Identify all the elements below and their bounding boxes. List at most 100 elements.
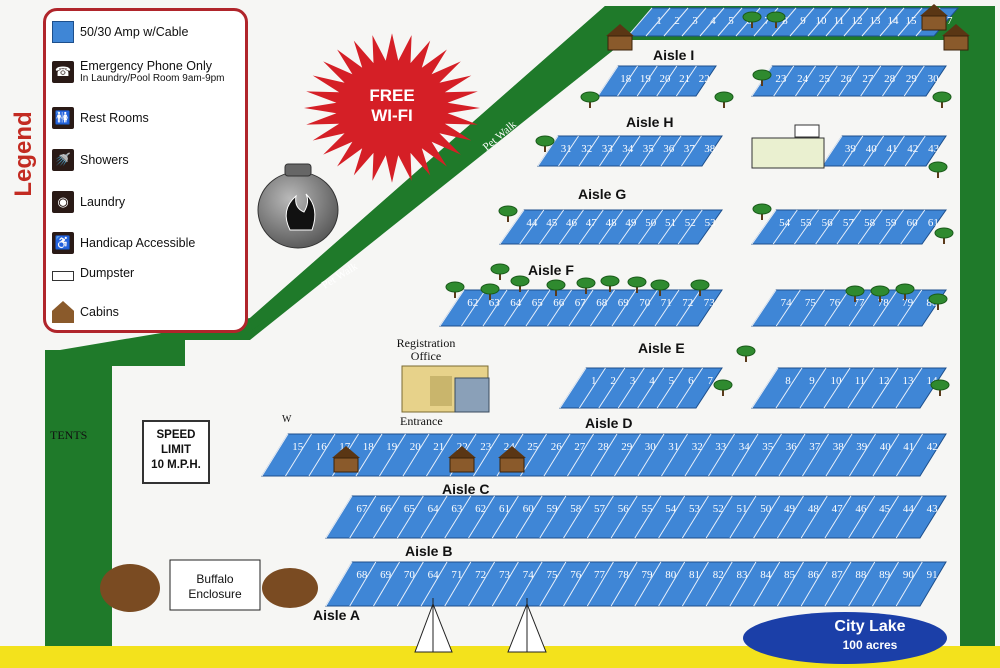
site-number[interactable]: 65 — [532, 297, 544, 309]
site-number[interactable]: 18 — [620, 73, 632, 85]
site-number[interactable]: 86 — [808, 569, 820, 581]
site-number[interactable]: 37 — [684, 143, 696, 155]
site-number[interactable]: 85 — [784, 569, 796, 581]
site-number[interactable]: 53 — [689, 503, 701, 515]
site-number[interactable]: 21 — [679, 73, 690, 85]
site-number[interactable]: 8 — [785, 375, 791, 387]
site-number[interactable]: 19 — [386, 441, 398, 453]
site-number[interactable]: 24 — [504, 441, 516, 453]
site-number[interactable]: 21 — [433, 441, 444, 453]
site-number[interactable]: 79 — [642, 569, 654, 581]
site-number[interactable]: 46 — [855, 503, 867, 515]
site-number[interactable]: 90 — [903, 569, 915, 581]
site-number[interactable]: 42 — [907, 143, 918, 155]
site-number[interactable]: 41 — [903, 441, 914, 453]
site-number[interactable]: 50 — [645, 217, 657, 229]
site-number[interactable]: 44 — [903, 503, 915, 515]
site-number[interactable]: 22 — [699, 73, 710, 85]
site-number[interactable]: 23 — [480, 441, 492, 453]
site-number[interactable]: 7 — [708, 375, 714, 387]
site-number[interactable]: 58 — [570, 503, 582, 515]
site-number[interactable]: 16 — [316, 441, 328, 453]
site-number[interactable]: 23 — [775, 73, 787, 85]
site-number[interactable]: 71 — [661, 297, 672, 309]
site-number[interactable]: 17 — [942, 15, 954, 27]
site-number[interactable]: 83 — [737, 569, 749, 581]
site-number[interactable]: 1 — [591, 375, 597, 387]
site-number[interactable]: 88 — [855, 569, 867, 581]
site-number[interactable]: 59 — [885, 217, 897, 229]
site-number[interactable]: 62 — [467, 297, 478, 309]
site-number[interactable]: 54 — [779, 217, 791, 229]
site-number[interactable]: 56 — [618, 503, 630, 515]
site-number[interactable]: 38 — [704, 143, 716, 155]
site-number[interactable]: 31 — [668, 441, 679, 453]
site-number[interactable]: 59 — [546, 503, 558, 515]
site-number[interactable]: 63 — [489, 297, 501, 309]
site-number[interactable]: 74 — [523, 569, 535, 581]
site-number[interactable]: 2 — [610, 375, 616, 387]
site-number[interactable]: 71 — [451, 569, 462, 581]
site-number[interactable]: 32 — [581, 143, 592, 155]
site-number[interactable]: 78 — [878, 297, 890, 309]
site-number[interactable]: 48 — [606, 217, 618, 229]
site-number[interactable]: 56 — [822, 217, 834, 229]
site-number[interactable]: 61 — [499, 503, 510, 515]
site-number[interactable]: 49 — [784, 503, 796, 515]
site-number[interactable]: 13 — [903, 375, 915, 387]
site-number[interactable]: 26 — [551, 441, 563, 453]
site-number[interactable]: 73 — [499, 569, 511, 581]
site-number[interactable]: 28 — [598, 441, 610, 453]
site-number[interactable]: 58 — [864, 217, 876, 229]
site-number[interactable]: 46 — [566, 217, 578, 229]
site-number[interactable]: 34 — [622, 143, 634, 155]
site-number[interactable]: 73 — [704, 297, 716, 309]
site-number[interactable]: 84 — [760, 569, 772, 581]
site-number[interactable]: 52 — [685, 217, 696, 229]
site-number[interactable]: 41 — [887, 143, 898, 155]
site-number[interactable]: 35 — [762, 441, 774, 453]
site-number[interactable]: 33 — [602, 143, 614, 155]
site-number[interactable]: 39 — [856, 441, 868, 453]
site-number[interactable]: 9 — [809, 375, 815, 387]
site-number[interactable]: 69 — [380, 569, 392, 581]
site-number[interactable]: 36 — [786, 441, 798, 453]
site-number[interactable]: 57 — [843, 217, 855, 229]
site-number[interactable]: 40 — [866, 143, 878, 155]
site-number[interactable]: 29 — [621, 441, 633, 453]
site-number[interactable]: 68 — [596, 297, 608, 309]
site-number[interactable]: 49 — [625, 217, 637, 229]
site-number[interactable]: 35 — [643, 143, 655, 155]
site-number[interactable]: 50 — [760, 503, 772, 515]
site-number[interactable]: 38 — [833, 441, 845, 453]
site-number[interactable]: 19 — [640, 73, 652, 85]
site-number[interactable]: 20 — [410, 441, 422, 453]
site-number[interactable]: 76 — [570, 569, 582, 581]
site-number[interactable]: 34 — [739, 441, 751, 453]
site-number[interactable]: 64 — [510, 297, 522, 309]
site-number[interactable]: 76 — [829, 297, 841, 309]
site-number[interactable]: 44 — [526, 217, 538, 229]
site-number[interactable]: 33 — [715, 441, 727, 453]
site-number[interactable]: 61 — [928, 217, 939, 229]
site-number[interactable]: 79 — [902, 297, 914, 309]
site-number[interactable]: 47 — [586, 217, 598, 229]
site-number[interactable]: 20 — [660, 73, 672, 85]
site-number[interactable]: 15 — [292, 441, 304, 453]
site-number[interactable]: 68 — [356, 569, 368, 581]
site-number[interactable]: 6 — [688, 375, 694, 387]
site-number[interactable]: 72 — [475, 569, 486, 581]
site-number[interactable]: 91 — [927, 569, 938, 581]
site-number[interactable]: 81 — [689, 569, 700, 581]
site-number[interactable]: 26 — [841, 73, 853, 85]
site-number[interactable]: 3 — [630, 375, 636, 387]
site-number[interactable]: 51 — [665, 217, 676, 229]
site-number[interactable]: 62 — [475, 503, 486, 515]
site-number[interactable]: 25 — [527, 441, 539, 453]
site-number[interactable]: 27 — [574, 441, 586, 453]
site-number[interactable]: 48 — [808, 503, 820, 515]
site-number[interactable]: 54 — [665, 503, 677, 515]
site-number[interactable]: 43 — [927, 503, 939, 515]
site-number[interactable]: 51 — [737, 503, 748, 515]
site-number[interactable]: 36 — [663, 143, 675, 155]
